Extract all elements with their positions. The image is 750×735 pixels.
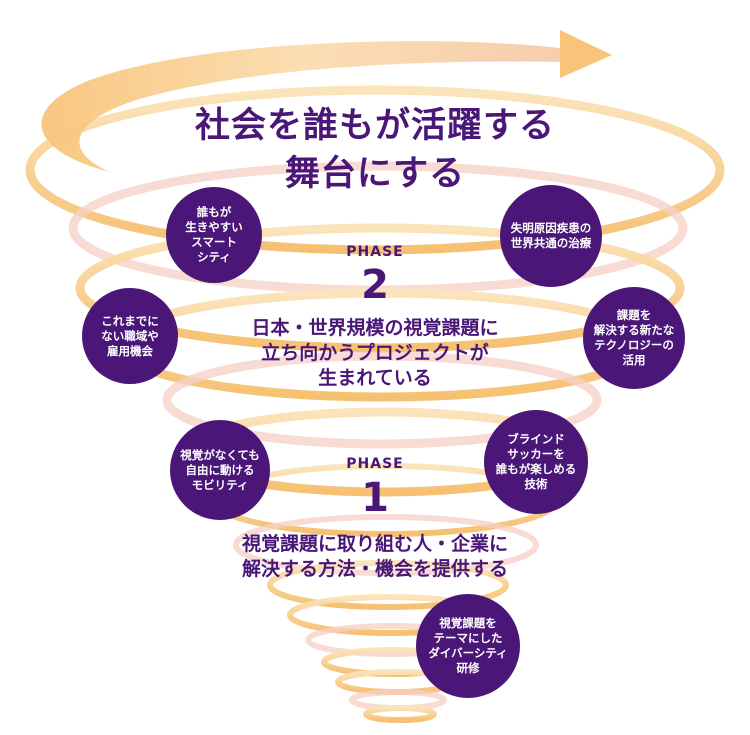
bubble-technology: 課題を 解決する新たな テクノロジーの 活用 (583, 287, 685, 389)
phase1-desc-line-1: 視覚課題に取り組む人・企業に (241, 533, 508, 555)
bubble-employment-text: これまでに ない職域や 雇用機会 (101, 313, 159, 358)
phase2-desc-line-1: 日本・世界規模の視覚課題に (251, 317, 499, 339)
bubble-smart-city: 誰もが 生きやすい スマート シティ (166, 187, 262, 283)
spiral-ring (25, 85, 725, 255)
phase1-desc-line-2: 解決する方法・機会を提供する (241, 558, 508, 580)
bubble-blind-soccer-text: ブラインド サッカーを 誰もが楽しめる 技術 (495, 432, 577, 491)
phase2-desc-line-2: 立ち向かうプロジェクトが (261, 342, 489, 364)
spiral-arrow-head (560, 30, 612, 78)
spiral-ring (233, 514, 539, 576)
bubble-disease-treatment: 失明原因疾患の 世界共通の治療 (500, 185, 602, 287)
bubble-diversity-training: 視覚課題を テーマにした ダイバーシティ 研修 (416, 594, 520, 698)
bubble-disease-treatment-text: 失明原因疾患の 世界共通の治療 (510, 221, 592, 250)
phase2-number: 2 (361, 262, 389, 308)
phase2-label: PHASE (346, 244, 404, 260)
spiral-ring (267, 560, 509, 610)
bubble-mobility-text: 視覚がなくても 自由に動ける モビリティ (180, 447, 260, 492)
bubble-employment: これまでに ない職域や 雇用機会 (82, 288, 178, 384)
spiral-arrow-band (41, 41, 561, 173)
spiral-ring (162, 351, 602, 449)
phase1-number: 1 (361, 475, 389, 521)
phase1-label: PHASE (346, 456, 404, 472)
bubble-smart-city-text: 誰もが 生きやすい スマート シティ (185, 205, 243, 264)
spiral-ring (363, 705, 437, 723)
headline-line-1: 社会を誰もが活躍する (194, 106, 555, 146)
spiral-ring (75, 223, 685, 353)
bubble-technology-text: 課題を 解決する新たな テクノロジーの 活用 (593, 308, 675, 367)
bubble-mobility: 視覚がなくても 自由に動ける モビリティ (170, 420, 270, 520)
bubble-blind-soccer: ブラインド サッカーを 誰もが楽しめる 技術 (484, 410, 588, 514)
headline-line-2: 舞台にする (284, 154, 466, 194)
phase2-desc-line-3: 生まれている (318, 367, 432, 389)
bubble-diversity-training-text: 視覚課題を テーマにした ダイバーシティ 研修 (428, 616, 508, 675)
